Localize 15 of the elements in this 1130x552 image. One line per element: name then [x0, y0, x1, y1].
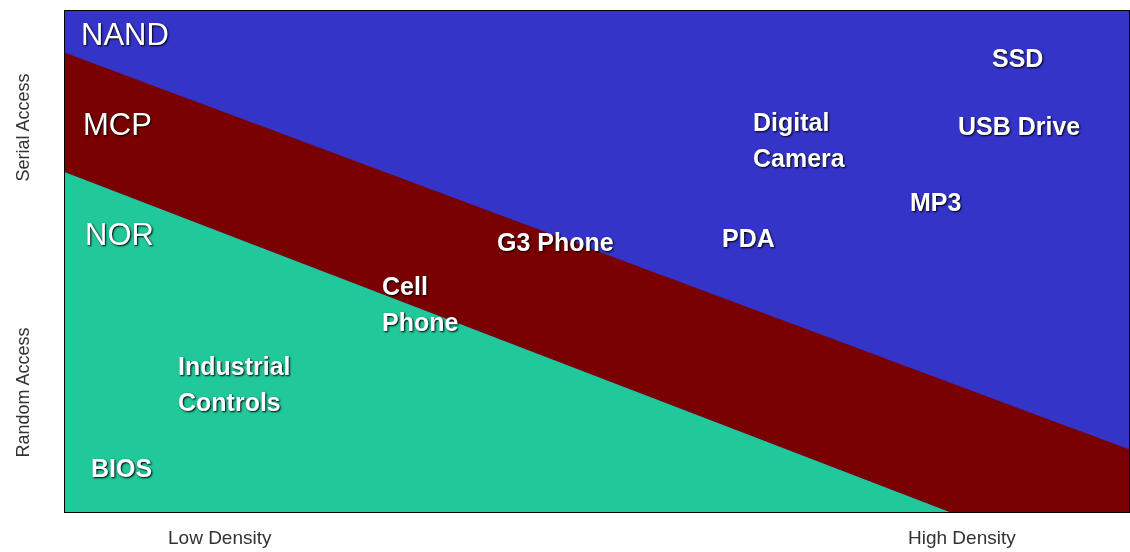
axis-label: Low Density — [168, 526, 272, 550]
application-label: SSD — [992, 43, 1045, 74]
axis-label: Random Access — [12, 325, 34, 460]
band-label: NAND — [81, 19, 169, 50]
application-label: Industrial Controls — [178, 351, 292, 418]
application-label: Digital Camera — [753, 107, 846, 174]
application-label: PDA — [722, 223, 776, 254]
axis-label: High Density — [908, 526, 1016, 550]
band-label: MCP — [83, 109, 152, 140]
application-label: USB Drive — [958, 111, 1082, 142]
application-label: MP3 — [910, 187, 963, 218]
band-label: NOR — [85, 219, 154, 250]
application-label: Cell Phone — [382, 271, 460, 338]
application-label: BIOS — [91, 453, 154, 484]
axis-label: Serial Access — [12, 72, 34, 184]
